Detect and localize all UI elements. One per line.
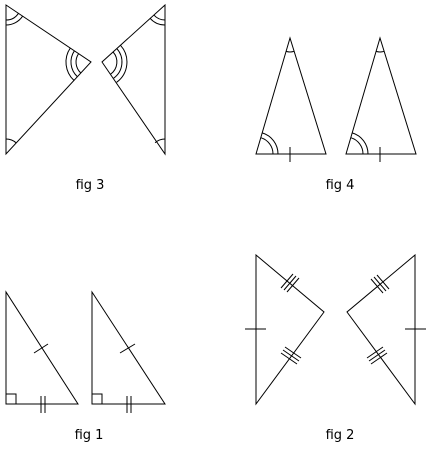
fig3-right-top-angle-mark: [153, 14, 166, 21]
fig1-left-right-angle-mark: [6, 393, 17, 404]
fig2-right-upper-tick-1: [370, 278, 384, 294]
fig4-left-triangle: [255, 36, 327, 155]
fig4-right-triangle: [345, 36, 417, 155]
fig1-label: fig 1: [74, 428, 104, 443]
fig3-label: fig 3: [75, 178, 105, 193]
fig2-left-upper-tick-3: [286, 277, 300, 293]
fig3-right-left-angle-mark-3: [116, 44, 128, 83]
fig4-right-apex-angle-mark: [375, 50, 385, 53]
fig2-right-upper-tick-3: [376, 274, 390, 290]
fig3-right-bottom-angle-mark: [154, 138, 166, 144]
fig1-right-hypotenuse-tick: [119, 343, 136, 354]
fig4-left-base-angle-mark-2: [262, 132, 279, 155]
fig2-right-lower-tick-2: [368, 349, 386, 362]
fig2-left-upper-tick-2: [283, 275, 297, 291]
fig4-group: [255, 36, 417, 162]
fig2-label: fig 2: [325, 428, 355, 443]
fig3-right-top-angle-mark-2: [149, 18, 166, 26]
fig2-left-lower-tick-1: [280, 352, 298, 365]
fig2-right-upper-tick-2: [373, 276, 387, 292]
fig2-right-triangle: [346, 253, 416, 406]
fig2-right-lower-tick-3: [366, 346, 384, 359]
fig3-left-right-angle-mark-2: [70, 50, 78, 78]
fig3-group: [5, 3, 166, 156]
fig2-left-upper-tick-1: [280, 273, 294, 289]
fig3-left-top-angle-mark: [5, 12, 19, 21]
fig3-left-top-angle-mark-2: [5, 15, 24, 26]
fig3-left-triangle: [5, 4, 92, 156]
fig2-right-lower-tick-1: [370, 352, 388, 365]
fig3-left-right-angle-mark-3: [65, 47, 75, 81]
fig1-right-right-angle-mark: [92, 393, 103, 404]
fig4-right-base-angle-mark-2: [352, 132, 369, 155]
fig3-left-right-angle-mark-1: [75, 53, 82, 74]
fig1-group: [5, 290, 166, 413]
fig1-left-hypotenuse-tick: [33, 343, 49, 354]
fig4-left-base-angle-mark-1: [260, 137, 274, 155]
fig4-right-base-angle-mark-1: [350, 137, 364, 155]
fig2-left-lower-tick-2: [282, 349, 300, 362]
fig4-left-apex-angle-mark: [285, 50, 295, 53]
fig2-left-lower-tick-3: [284, 346, 302, 359]
fig2-group: [245, 253, 426, 406]
fig3-right-triangle: [101, 3, 166, 156]
fig4-label: fig 4: [325, 178, 355, 193]
fig3-right-left-angle-mark-2: [113, 48, 123, 79]
fig3-left-bottom-angle-mark: [5, 138, 17, 144]
fig3-right-left-angle-mark-1: [110, 51, 118, 75]
